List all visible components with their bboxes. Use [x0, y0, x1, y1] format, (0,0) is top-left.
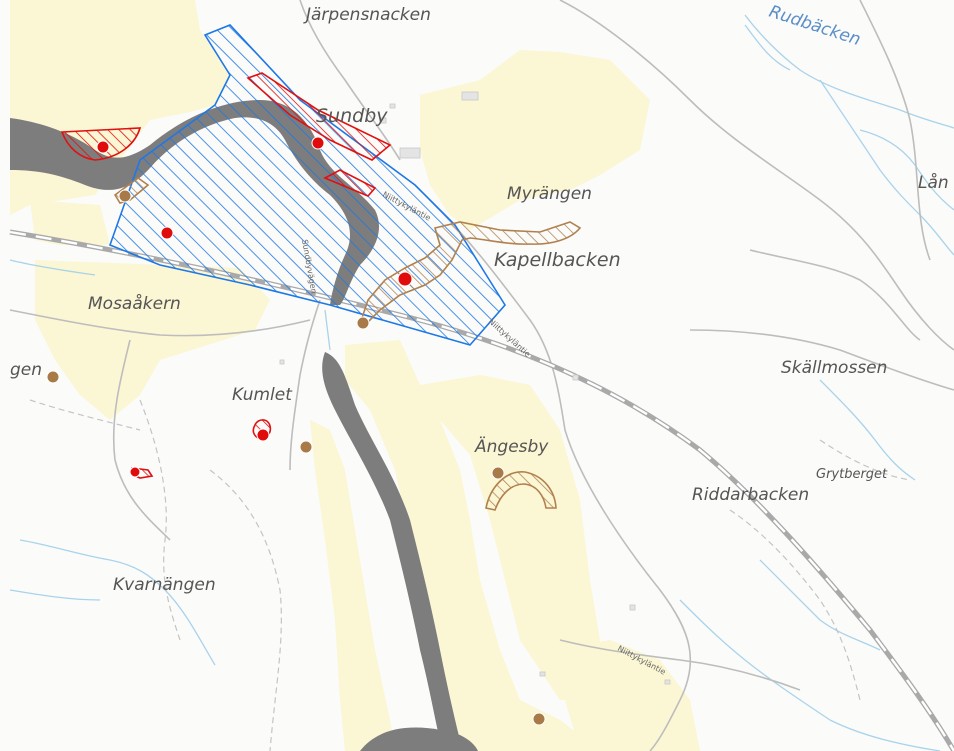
track-1 — [139, 399, 181, 641]
stream-rudbacken-2 — [744, 24, 791, 71]
place-label-kvarnangen: Kvarnängen — [113, 575, 216, 595]
building-6 — [279, 359, 285, 365]
track-4 — [819, 439, 911, 481]
place-label-skallmossen: Skällmossen — [781, 358, 887, 378]
place-label-myrangen: Myrängen — [507, 184, 592, 204]
place-label-kumlet: Kumlet — [232, 385, 293, 405]
place-label-mosaakern: Mosaåkern — [88, 293, 181, 314]
stream-sw — [19, 539, 216, 666]
place-label-riddarbacken: Riddarbacken — [692, 485, 809, 505]
road-north — [559, 0, 954, 351]
building-4 — [389, 103, 396, 109]
road-network — [9, 0, 954, 751]
building-3 — [379, 117, 387, 124]
red-point[interactable] — [256, 428, 270, 442]
place-label-gen: gen — [10, 360, 42, 380]
brown-area-angesby[interactable] — [485, 471, 557, 511]
brown-point[interactable] — [532, 712, 546, 726]
track-5 — [29, 399, 141, 431]
red-zones — [60, 72, 392, 479]
place-label-jarpensnacken: Järpensnacken — [303, 5, 431, 25]
road-main — [429, 199, 692, 751]
building-7 — [539, 671, 546, 677]
brown-point[interactable] — [118, 189, 132, 203]
road-south — [559, 639, 801, 691]
stream-center — [324, 309, 331, 351]
road-west — [9, 309, 311, 337]
road-east — [689, 329, 954, 391]
red-area-sundby[interactable] — [246, 72, 392, 161]
road-kumlet — [289, 299, 321, 471]
stream-sw-2 — [9, 589, 101, 601]
stream-east — [819, 379, 916, 481]
road-ne — [749, 249, 921, 341]
point-markers — [46, 136, 546, 726]
road-label: Niittykyläntie — [487, 317, 532, 359]
brown-point[interactable] — [46, 370, 60, 384]
stream-w — [9, 259, 96, 276]
dashed-tracks — [29, 399, 911, 751]
stream-rudbacken — [744, 14, 954, 129]
place-label-grytberget: Grytberget — [816, 467, 888, 482]
buildings — [279, 91, 671, 685]
field-center-south — [345, 340, 600, 751]
brown-point[interactable] — [299, 440, 313, 454]
field-se — [560, 640, 700, 751]
field-w-strip — [30, 200, 110, 245]
stream-se — [679, 599, 941, 751]
red-point[interactable] — [160, 226, 174, 240]
field-kumlet-s — [310, 420, 395, 751]
stream-ne-2 — [859, 129, 954, 211]
building-8 — [629, 604, 636, 611]
building-2 — [399, 147, 421, 159]
river-south — [322, 352, 460, 740]
red-point[interactable] — [311, 136, 325, 150]
red-area-sundby-s[interactable] — [323, 169, 377, 197]
brown-point[interactable] — [356, 316, 370, 330]
water-lines — [9, 14, 954, 751]
river-mouth — [360, 727, 478, 751]
place-label-angesby: Ängesby — [474, 436, 549, 457]
track-2 — [209, 469, 282, 751]
field-angesby — [420, 375, 600, 700]
place-label-sundby: Sundby — [316, 105, 388, 127]
red-point[interactable] — [397, 271, 413, 287]
brown-point[interactable] — [491, 466, 505, 480]
road-sw — [112, 339, 171, 541]
track-3 — [729, 509, 861, 701]
place-label-lan: Lån — [918, 172, 949, 193]
road-sundby-n — [299, 0, 401, 161]
red-point[interactable] — [96, 140, 110, 154]
water-label-rudbacken: Rudbäcken — [766, 2, 863, 50]
building-1 — [461, 91, 479, 101]
place-label-kapellbacken: Kapellbacken — [494, 249, 621, 271]
stream-se-2 — [759, 559, 881, 651]
field-mosaakern — [35, 260, 270, 420]
building-9 — [664, 679, 671, 685]
red-point[interactable] — [129, 466, 141, 478]
road-far-ne — [859, 0, 931, 261]
building-5 — [572, 374, 579, 381]
stream-ne — [819, 79, 954, 256]
